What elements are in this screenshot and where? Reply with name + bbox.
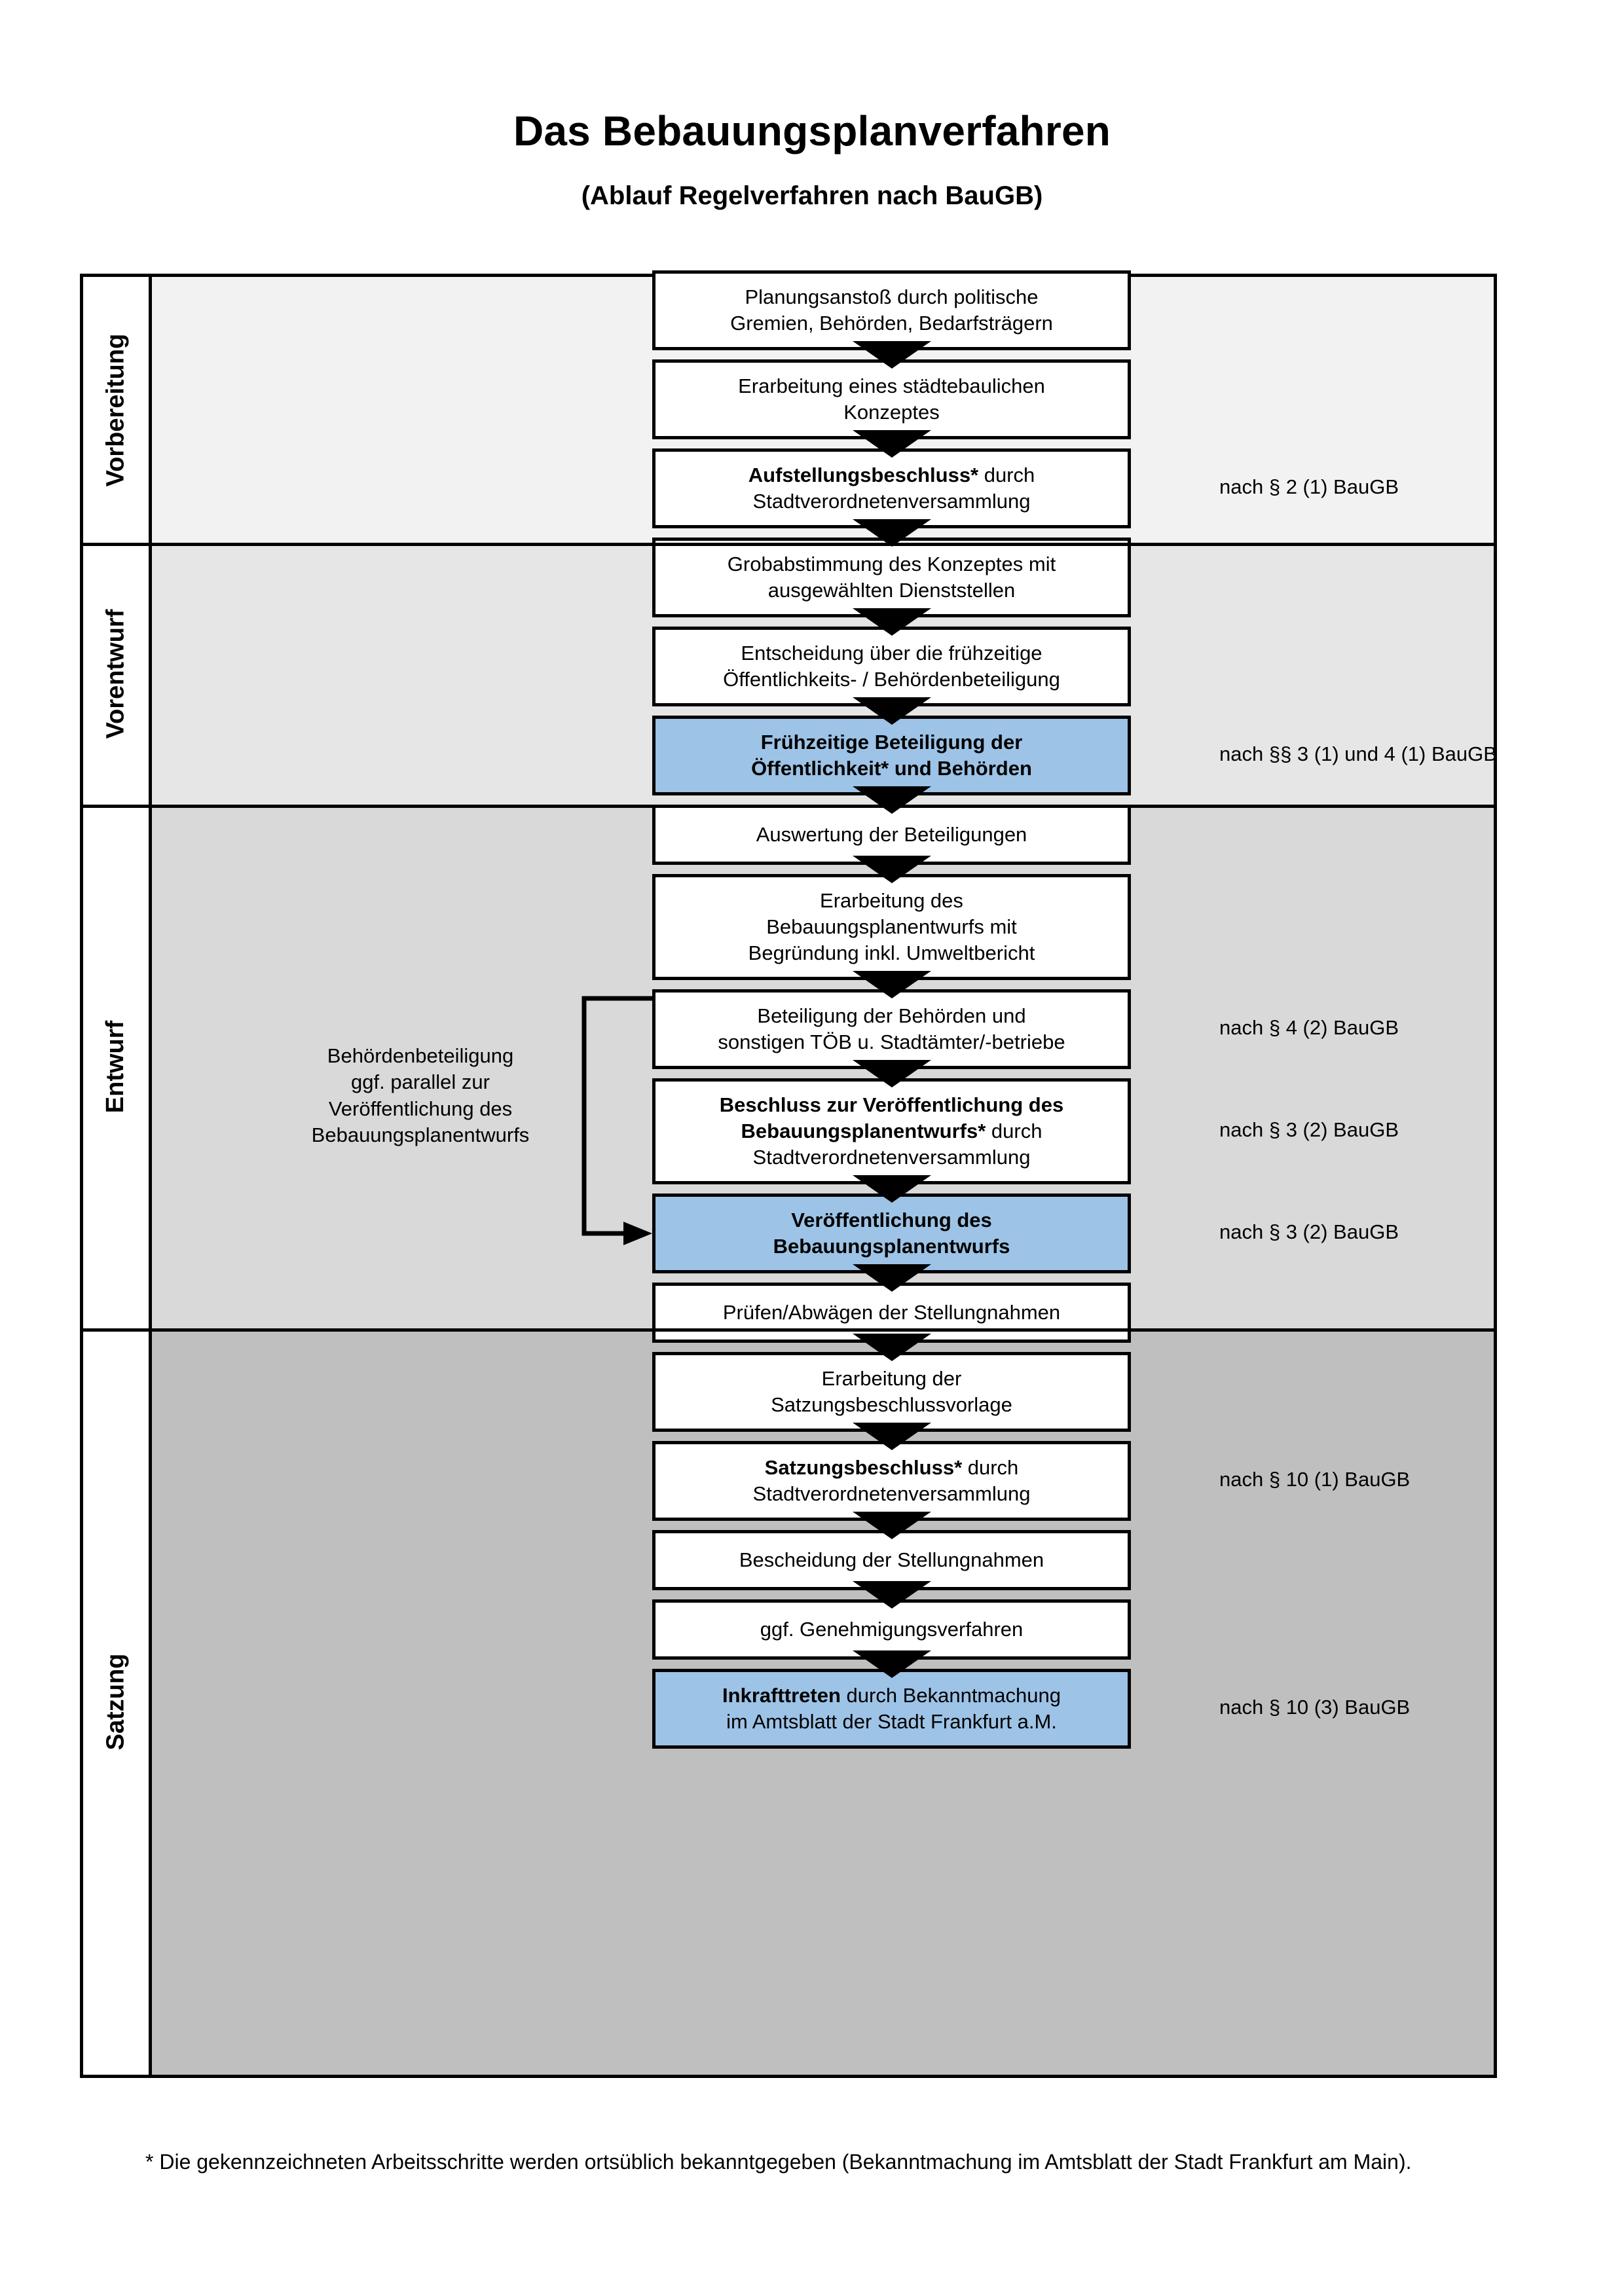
flow-arrow-down-icon bbox=[853, 1060, 931, 1087]
flow-arrow-down-icon bbox=[853, 786, 931, 814]
flow-arrow-down-icon bbox=[853, 341, 931, 369]
flow-arrow-down-icon bbox=[853, 1264, 931, 1292]
phase-label-vorbereitung: Vorbereitung bbox=[101, 333, 130, 486]
flow-arrow-down-icon bbox=[853, 1423, 931, 1450]
legal-reference-r2: nach §§ 3 (1) und 4 (1) BauGB bbox=[1219, 742, 1497, 765]
feedback-loop-arrow-icon bbox=[581, 996, 655, 1245]
legal-reference-r1: nach § 2 (1) BauGB bbox=[1219, 475, 1399, 498]
flow-arrow-down-icon bbox=[853, 856, 931, 883]
flow-arrow-down-icon bbox=[853, 1581, 931, 1609]
flow-arrow-down-icon bbox=[853, 1512, 931, 1539]
diagram-header: Das Bebauungsplanverfahren (Ablauf Regel… bbox=[0, 108, 1624, 211]
flow-arrow-down-icon bbox=[853, 1334, 931, 1361]
phase-divider-rule bbox=[83, 1328, 1494, 1332]
phase-gutter-divider bbox=[149, 277, 152, 2075]
footnote: * Die gekennzeichneten Arbeitsschritte w… bbox=[145, 2150, 1412, 2174]
flow-arrow-down-icon bbox=[853, 971, 931, 998]
legal-reference-r3: nach § 4 (2) BauGB bbox=[1219, 1016, 1399, 1039]
phase-label-cell-vorentwurf: Vorentwurf bbox=[83, 543, 149, 805]
feedback-loop-connector bbox=[571, 994, 659, 1253]
note-line: Bebauungsplanentwurfs bbox=[311, 1123, 530, 1146]
flow-node-text: Prüfen/Abwägen der Stellungnahmen bbox=[722, 1300, 1061, 1324]
flow-node-n15: Bescheidung der Stellungnahmen bbox=[652, 1530, 1131, 1590]
phase-label-entwurf: Entwurf bbox=[101, 1020, 130, 1113]
page-title: Das Bebauungsplanverfahren bbox=[513, 107, 1111, 155]
note-line: Veröffentlichung des bbox=[328, 1097, 513, 1120]
phase-label-cell-entwurf: Entwurf bbox=[83, 805, 149, 1328]
flow-arrow-down-icon bbox=[853, 430, 931, 458]
flow-arrow-down-icon bbox=[853, 608, 931, 636]
phase-label-cell-vorbereitung: Vorbereitung bbox=[83, 277, 149, 543]
phase-divider-rule bbox=[83, 805, 1494, 808]
note-line: Behördenbeteiligung bbox=[327, 1044, 514, 1067]
legal-reference-r7: nach § 10 (3) BauGB bbox=[1219, 1696, 1411, 1719]
flow-node-text: Auswertung der Beteiligungen bbox=[756, 822, 1027, 846]
flow-arrow-down-icon bbox=[853, 519, 931, 547]
legal-reference-r5: nach § 3 (2) BauGB bbox=[1219, 1220, 1399, 1243]
legal-reference-r4: nach § 3 (2) BauGB bbox=[1219, 1118, 1399, 1141]
flow-node-text: ggf. Genehmigungsverfahren bbox=[760, 1617, 1024, 1641]
phase-divider-rule bbox=[83, 543, 1494, 546]
flow-node-text: Bescheidung der Stellungnahmen bbox=[739, 1548, 1044, 1571]
legal-reference-r6: nach § 10 (1) BauGB bbox=[1219, 1468, 1411, 1491]
flow-arrow-down-icon bbox=[853, 697, 931, 725]
note-line: ggf. parallel zur bbox=[351, 1070, 490, 1094]
page-subtitle: (Ablauf Regelverfahren nach BauGB) bbox=[581, 181, 1043, 211]
flow-arrow-down-icon bbox=[853, 1650, 931, 1678]
phase-label-cell-satzung: Satzung bbox=[83, 1328, 149, 2075]
phase-label-satzung: Satzung bbox=[101, 1653, 130, 1750]
phase-label-vorentwurf: Vorentwurf bbox=[101, 609, 130, 738]
flow-arrow-down-icon bbox=[853, 1175, 931, 1203]
